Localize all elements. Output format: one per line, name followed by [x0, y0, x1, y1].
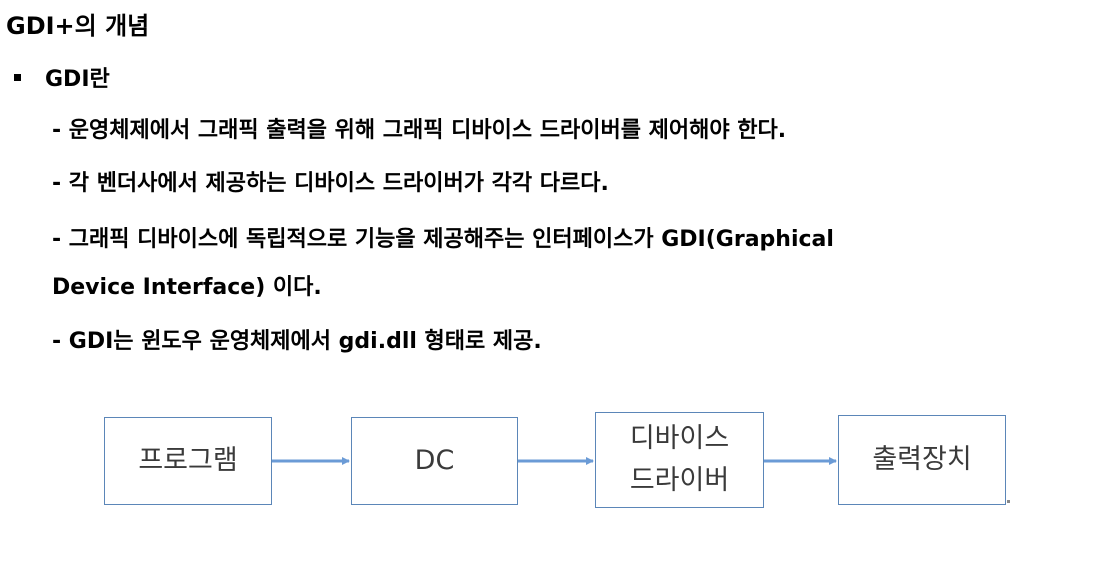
box-label: DC [414, 445, 455, 476]
square-bullet-icon [14, 73, 21, 81]
diagram-box-dc: DC [351, 417, 518, 505]
text-line-3: - 그래픽 디바이스에 독립적으로 기능을 제공해주는 인터페이스가 GDI(G… [52, 227, 834, 252]
text-line-5: - GDI는 윈도우 운영체제에서 gdi.dll 형태로 제공. [52, 329, 542, 354]
diagram-box-output-device: 출력장치 [838, 415, 1006, 505]
section-heading: GDI란 [45, 67, 110, 92]
section-heading-row: GDI란 [14, 62, 110, 92]
diagram-box-device-driver: 디바이스 드라이버 [595, 412, 764, 508]
corner-mark [1007, 500, 1010, 503]
text-line-2: - 각 벤더사에서 제공하는 디바이스 드라이버가 각각 다르다. [52, 171, 609, 196]
page-title: GDI+의 개념 [6, 12, 150, 40]
diagram-box-program: 프로그램 [104, 417, 272, 505]
box-label: 출력장치 [872, 444, 972, 475]
box-label-line1: 디바이스 [629, 423, 730, 454]
text-line-4: Device Interface) 이다. [52, 275, 322, 300]
text-line-1: - 운영체제에서 그래픽 출력을 위해 그래픽 디바이스 드라이버를 제어해야 … [52, 118, 787, 143]
box-label-line2: 드라이버 [629, 465, 730, 496]
box-label: 프로그램 [138, 445, 238, 476]
